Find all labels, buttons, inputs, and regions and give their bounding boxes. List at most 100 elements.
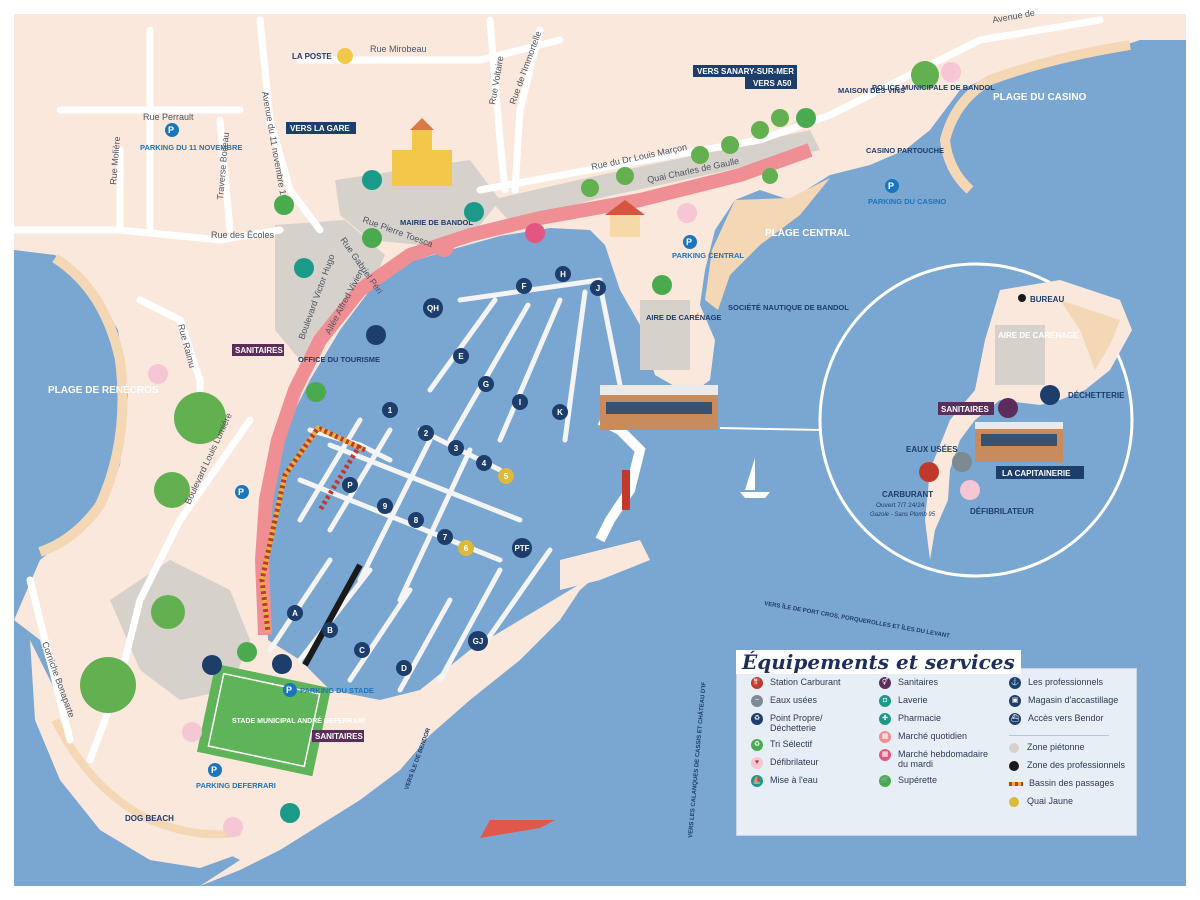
- defibrilateur-icon[interactable]: [148, 364, 168, 384]
- parking-central[interactable]: P PARKING CENTRAL: [672, 235, 744, 260]
- pedestrian-zone-swatch: [1009, 743, 1019, 753]
- marche-quotidien-icon[interactable]: [434, 237, 454, 257]
- legend-carburant: ⛽Station Carburant: [751, 677, 871, 695]
- legend-label: Zone piétonne: [1027, 742, 1085, 752]
- bay-casino: [925, 42, 1186, 260]
- legend-professionnels: ⚓Les professionnels: [1009, 677, 1131, 695]
- tri-selectif-icon[interactable]: [237, 642, 257, 662]
- pontoon-pin-6[interactable]: [458, 540, 474, 556]
- pontoon-pin-b[interactable]: [322, 622, 338, 638]
- pontoon-pin-i[interactable]: [512, 394, 528, 410]
- pontoon-pin-f[interactable]: [516, 278, 532, 294]
- parking-11-novembre[interactable]: P PARKING DU 11 NOVEMBRE: [140, 123, 242, 152]
- tag-sanitaires-stade[interactable]: SANITAIRES: [312, 730, 364, 742]
- inset-sanitaires-text: SANITAIRES: [941, 405, 990, 414]
- marche-mardi-icon[interactable]: [525, 223, 545, 243]
- legend-pharmacie: ✚Pharmacie: [879, 713, 1004, 731]
- street-moliere: Rue Molière: [108, 136, 122, 185]
- inset-defibrilateur: DÉFIBRILATEUR: [970, 507, 1034, 516]
- market-icon: ▦: [879, 731, 891, 743]
- legend-zone-pietonne: Zone piétonne: [1009, 742, 1131, 760]
- legend-label: Supérette: [898, 775, 938, 785]
- legend-label: Laverie: [898, 695, 928, 705]
- inset-defibrilateur-icon[interactable]: [960, 480, 980, 500]
- superette-icon[interactable]: [362, 228, 382, 248]
- pontoon-pin-h[interactable]: [555, 266, 571, 282]
- legend-label: Mise à l'eau: [770, 775, 818, 785]
- beach-casino: PLAGE DU CASINO: [993, 92, 1087, 103]
- pontoon-pin-g[interactable]: [478, 376, 494, 392]
- tri-selectif-icon[interactable]: [652, 275, 672, 295]
- pontoon-pin-c[interactable]: [354, 642, 370, 658]
- pontoon-pin-k[interactable]: [552, 404, 568, 420]
- inset-tag-sanitaires[interactable]: SANITAIRES: [938, 402, 994, 415]
- pontoon-pin-3[interactable]: [448, 440, 464, 456]
- pontoon-pin-e[interactable]: [453, 348, 469, 364]
- legend-title: Équipements et services: [736, 650, 1021, 674]
- defibrilateur-icon[interactable]: [677, 203, 697, 223]
- legend-bassin: Bassin des passages: [1009, 778, 1131, 796]
- accastillage-icon[interactable]: [202, 655, 222, 675]
- superette-icon[interactable]: [796, 108, 816, 128]
- defibrilateur-icon[interactable]: [941, 62, 961, 82]
- motorboat: [480, 820, 555, 838]
- inset-capitainerie-roof: [975, 422, 1063, 429]
- label-societe-nautique: SOCIÉTÉ NAUTIQUE DE BANDOL: [728, 303, 849, 312]
- pontoon-pin-label: D: [401, 664, 407, 673]
- pontoon-pin-9[interactable]: [377, 498, 393, 514]
- parking-icon: [283, 683, 297, 697]
- laverie-icon[interactable]: [294, 258, 314, 278]
- pontoon-pin-label: 5: [504, 472, 509, 481]
- vers-la-gare-text: VERS LA GARE: [290, 124, 350, 133]
- svg-text:P: P: [238, 487, 244, 497]
- pontoon-pro: [302, 563, 363, 667]
- inset-carburant-icon[interactable]: [919, 462, 939, 482]
- ferry-icon: ⛴: [1009, 713, 1021, 725]
- pontoon-pin-8[interactable]: [408, 512, 424, 528]
- pontoon-pin-p[interactable]: [342, 477, 358, 493]
- pontoon-pin-label: 4: [482, 459, 487, 468]
- pontoon-pin-7[interactable]: [437, 529, 453, 545]
- tag-sanitaires-office[interactable]: SANITAIRES: [232, 344, 284, 356]
- inset-dechetterie-icon[interactable]: [1040, 385, 1060, 405]
- vers-a50-text: VERS A50: [753, 79, 792, 88]
- pontoon-pin-a[interactable]: [287, 605, 303, 621]
- bassin-passages-alt: [259, 424, 367, 633]
- defibrilateur-icon[interactable]: [223, 817, 243, 837]
- pontoon-pin-5[interactable]: [498, 468, 514, 484]
- professionals-icon: ⚓: [1009, 677, 1021, 689]
- sand-casino: [939, 40, 1131, 194]
- inset-capitainerie-windows: [981, 434, 1057, 446]
- legend-label: Accès vers Bendor: [1028, 713, 1104, 723]
- parking-deferrari[interactable]: P PARKING DEFERRARI: [196, 763, 276, 790]
- label-dog-beach: DOG BEACH: [125, 814, 174, 823]
- pontoon-pin-d[interactable]: [396, 660, 412, 676]
- defibrilateur-icon[interactable]: [182, 722, 202, 742]
- pontoon-pin-gj[interactable]: [468, 631, 488, 651]
- pharmacie-icon[interactable]: [464, 202, 484, 222]
- parking-stade[interactable]: P PARKING DU STADE: [283, 683, 374, 697]
- inset-connector: [719, 427, 823, 431]
- bendor-access-icon[interactable]: [272, 654, 292, 674]
- legend-column-3: ⚓Les professionnels ▣Magasin d'accastill…: [1009, 677, 1131, 814]
- pontoon-pin-qh[interactable]: [423, 298, 443, 318]
- legend-label: Sanitaires: [898, 677, 939, 687]
- tri-selectif-icon[interactable]: [306, 382, 326, 402]
- pontoon-pin-j[interactable]: [590, 280, 606, 296]
- professionnels-icon[interactable]: [366, 325, 386, 345]
- land-dog-beach: [30, 640, 270, 868]
- beach-renecros: PLAGE DE RENÉCROS: [48, 383, 159, 396]
- legend-sanitaires: ⚥Sanitaires: [879, 677, 1004, 695]
- pontoon-pin-2[interactable]: [418, 425, 434, 441]
- pontoon-pin-ptf[interactable]: [512, 538, 532, 558]
- wastewater-icon: ~: [751, 695, 763, 707]
- pontoon-pin-4[interactable]: [476, 455, 492, 471]
- laverie-icon[interactable]: [362, 170, 382, 190]
- parking-lumiere[interactable]: P: [235, 485, 249, 499]
- parking-casino[interactable]: P PARKING DU CASINO: [868, 179, 946, 206]
- inset-eaux-usees-icon[interactable]: [952, 452, 972, 472]
- superette-icon[interactable]: [274, 195, 294, 215]
- pontoon-pin-1[interactable]: [382, 402, 398, 418]
- label-stade: STADE MUNICIPAL ANDRÉ DEFERRARI: [232, 716, 365, 725]
- mise-a-eau-icon[interactable]: [280, 803, 300, 823]
